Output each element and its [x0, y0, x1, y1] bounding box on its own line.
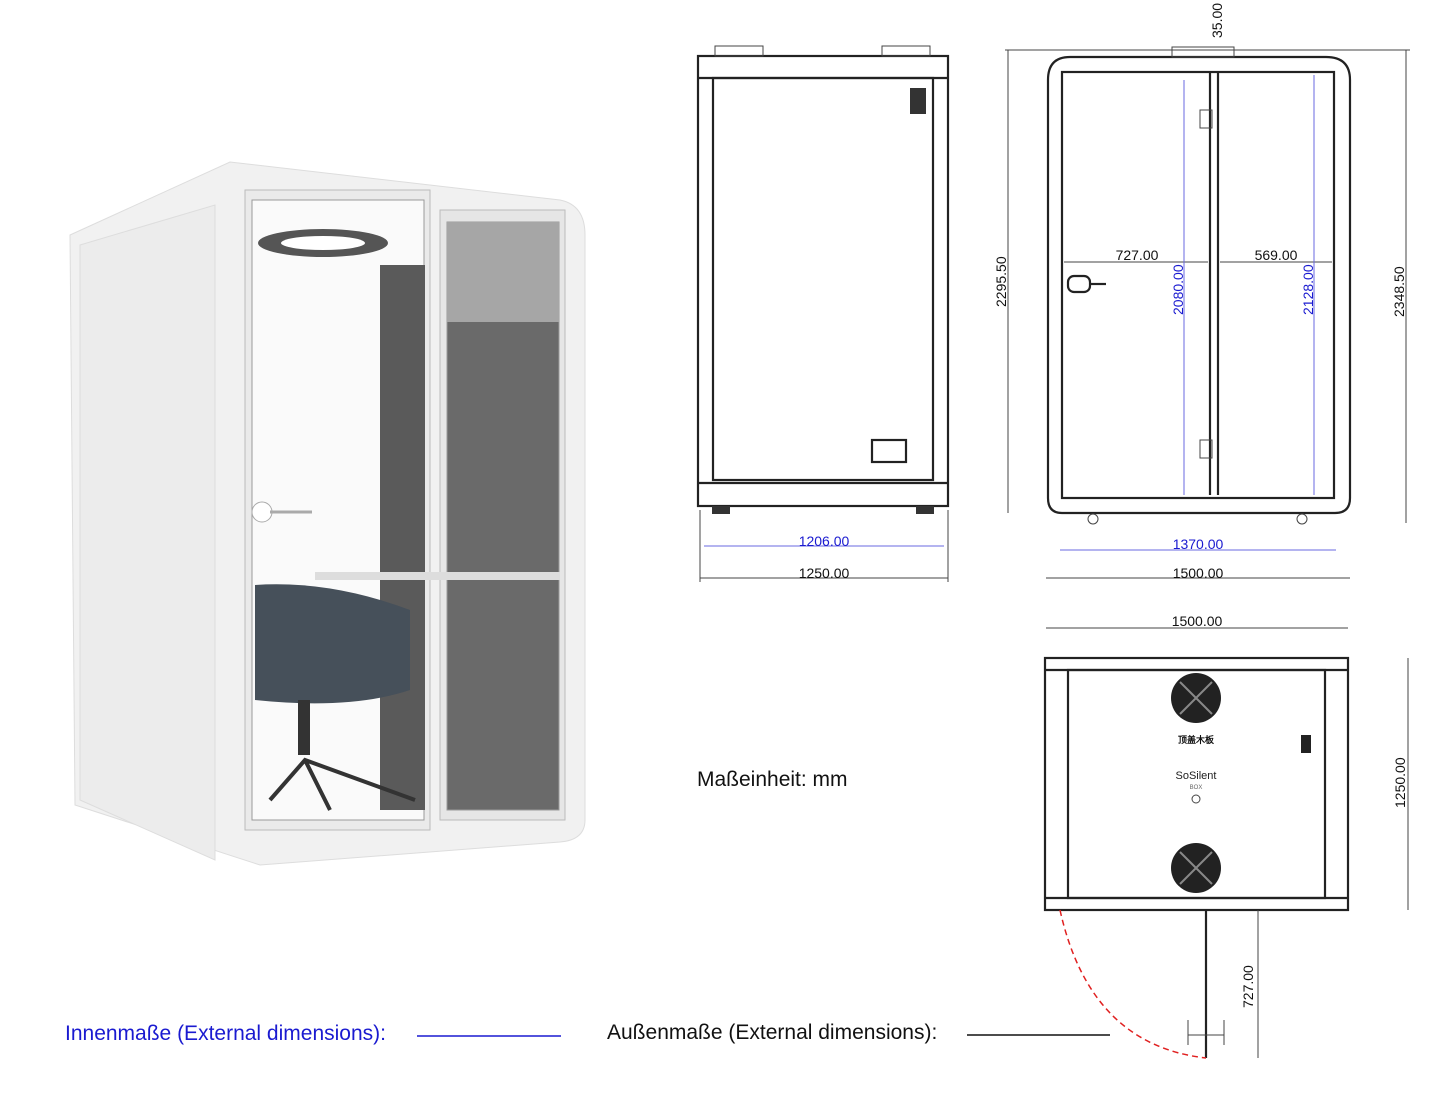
unit-label: Maßeinheit: mm	[697, 768, 848, 791]
fan-icon	[1171, 673, 1221, 723]
booth-render	[69, 161, 586, 866]
top-width: 1500.00	[1172, 613, 1223, 629]
front-inner-height: 2128.00	[1300, 264, 1316, 315]
side-view: 1206.00 1250.00	[696, 45, 950, 582]
top-panel-label: 顶盖木板	[1178, 734, 1215, 745]
door-swing-arc	[1059, 909, 1207, 1059]
front-view: 35.00 2295.50 2348.50 727.00 569.00 2080…	[993, 3, 1410, 581]
front-height-left: 2295.50	[993, 256, 1009, 307]
brand-sub: BOX	[1190, 785, 1203, 791]
side-outer-width: 1250.00	[799, 565, 850, 581]
front-outer-width: 1500.00	[1173, 565, 1224, 581]
top-view: 1500.00 顶盖木板 SoSilent BOX 1250.00 727.00	[1043, 613, 1409, 1059]
fan-icon	[1171, 843, 1221, 893]
side-inner-width: 1206.00	[799, 533, 850, 549]
brand-logo: SoSilent	[1176, 770, 1217, 782]
front-door-height: 2080.00	[1170, 264, 1186, 315]
outer-dimensions-legend: Außenmaße (External dimensions):	[607, 1021, 938, 1044]
front-glass-width: 569.00	[1255, 247, 1298, 263]
front-inner-width: 1370.00	[1173, 536, 1224, 552]
front-height-right: 2348.50	[1391, 266, 1407, 317]
inner-dimensions-legend: Innenmaße (External dimensions):	[65, 1022, 386, 1045]
front-door-width: 727.00	[1116, 247, 1159, 263]
front-top-offset: 35.00	[1209, 3, 1225, 38]
door-swing-dim: 727.00	[1240, 965, 1256, 1008]
top-depth: 1250.00	[1392, 757, 1408, 808]
